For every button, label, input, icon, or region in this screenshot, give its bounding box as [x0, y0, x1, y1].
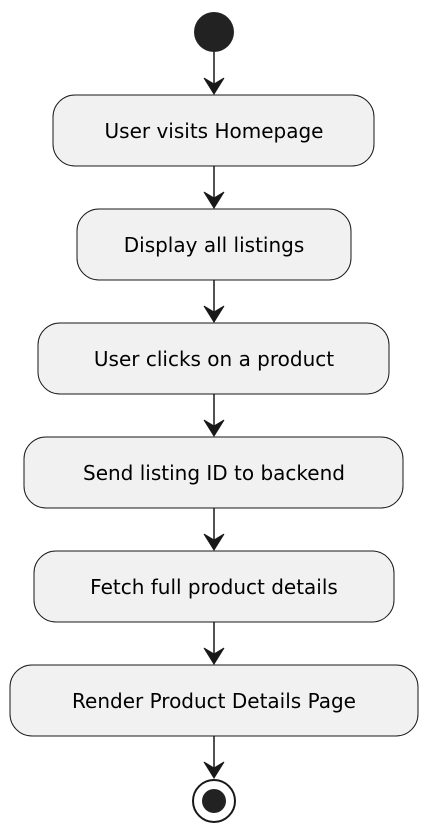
activity-step-label: User clicks on a product [94, 347, 334, 371]
activity-step-label: User visits Homepage [105, 119, 324, 143]
activity-step-user-visits-homepage: User visits Homepage [52, 94, 375, 167]
activity-step-fetch-product-details: Fetch full product details [33, 550, 395, 623]
activity-step-user-clicks-product: User clicks on a product [37, 322, 390, 395]
activity-step-label: Send listing ID to backend [83, 461, 345, 485]
activity-step-label: Display all listings [124, 233, 305, 257]
edge-step-5-to-step-6 [203, 622, 225, 665]
end-node [192, 779, 236, 823]
edge-step-6-to-end [203, 736, 225, 779]
edge-step-4-to-step-5 [203, 508, 225, 551]
activity-step-send-listing-id: Send listing ID to backend [23, 436, 404, 509]
activity-step-label: Render Product Details Page [72, 689, 356, 713]
activity-step-render-product-page: Render Product Details Page [9, 664, 419, 737]
start-node [194, 12, 234, 52]
activity-step-label: Fetch full product details [90, 575, 338, 599]
edge-step-2-to-step-3 [203, 280, 225, 323]
edge-step-1-to-step-2 [203, 166, 225, 209]
edge-step-3-to-step-4 [203, 394, 225, 437]
edge-start-to-step-1 [203, 52, 225, 95]
activity-step-display-all-listings: Display all listings [76, 208, 352, 281]
